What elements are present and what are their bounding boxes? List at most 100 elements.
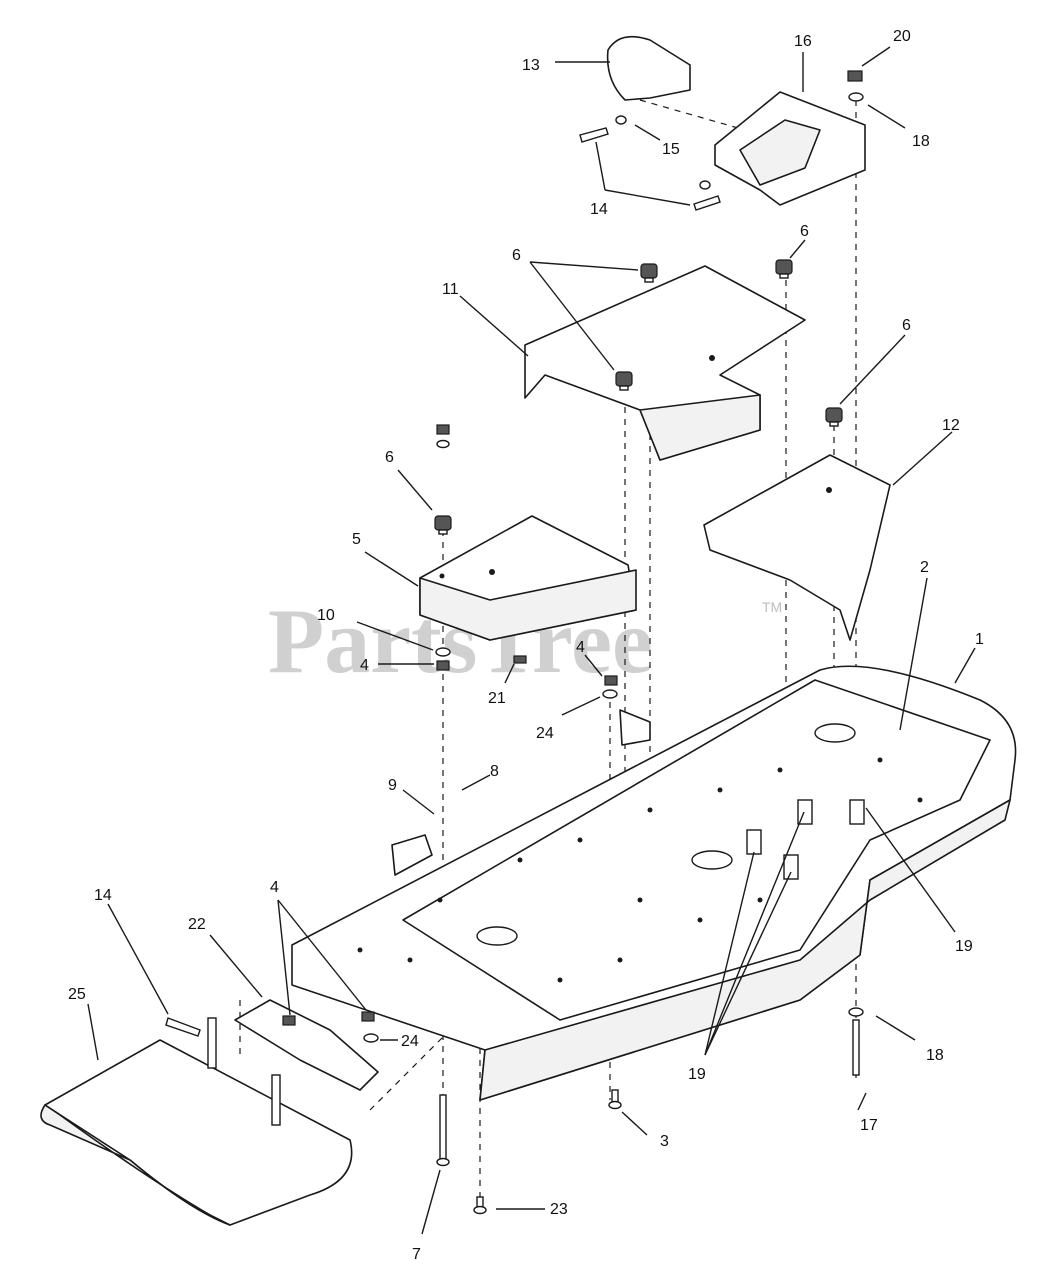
callout-17: 17 bbox=[860, 1117, 878, 1134]
cover-5-side bbox=[419, 569, 637, 641]
leader-14b bbox=[107, 903, 169, 1015]
callout-15: 15 bbox=[662, 141, 680, 158]
leader-19b-3 bbox=[704, 871, 792, 1056]
nut-4 bbox=[282, 1015, 296, 1026]
callout-1: 1 bbox=[975, 631, 984, 648]
leader-1 bbox=[954, 647, 976, 684]
baffle-22-assembly bbox=[234, 999, 379, 1091]
leader-4c-1 bbox=[277, 899, 291, 1016]
callout-8: 8 bbox=[490, 763, 499, 780]
leader-6d bbox=[397, 469, 433, 511]
bolt-23-head bbox=[473, 1205, 487, 1215]
leader-20 bbox=[861, 46, 891, 67]
callout-11: 11 bbox=[442, 281, 459, 298]
spacer-19 bbox=[849, 799, 865, 825]
washer-24 bbox=[602, 689, 618, 699]
callout-10: 10 bbox=[317, 607, 335, 624]
callout-6: 6 bbox=[800, 223, 809, 240]
spacer-19 bbox=[746, 829, 762, 855]
leader-3 bbox=[621, 1111, 648, 1136]
leader-5 bbox=[364, 551, 419, 587]
callout-6: 6 bbox=[385, 449, 394, 466]
callout-13: 13 bbox=[522, 57, 540, 74]
leader-9 bbox=[402, 789, 435, 815]
leader-11 bbox=[459, 295, 529, 357]
leader-6c bbox=[839, 334, 906, 405]
watermark-trademark: TM bbox=[762, 599, 782, 615]
deck-skirt bbox=[479, 799, 1011, 1101]
callout-4: 4 bbox=[270, 879, 279, 896]
pin-21 bbox=[513, 655, 527, 664]
bolt-17 bbox=[852, 1019, 860, 1076]
callout-24: 24 bbox=[536, 725, 554, 742]
bracket-16-assembly bbox=[714, 91, 866, 206]
shield-13 bbox=[606, 35, 691, 101]
discharge-chute bbox=[44, 1039, 353, 1226]
callout-22: 22 bbox=[188, 916, 206, 933]
callout-5: 5 bbox=[352, 531, 361, 548]
deck-bracket bbox=[619, 709, 651, 746]
baffle-22 bbox=[234, 999, 379, 1091]
belt-cover-side bbox=[639, 394, 761, 461]
leader-19b-2 bbox=[704, 851, 755, 1056]
callout-7: 7 bbox=[412, 1246, 421, 1263]
leader-10 bbox=[356, 621, 434, 651]
callout-14: 14 bbox=[94, 887, 112, 904]
washer-24 bbox=[363, 1033, 379, 1043]
leader-19b-1 bbox=[704, 811, 805, 1056]
knob-6 bbox=[775, 259, 793, 279]
leader-25 bbox=[87, 1003, 99, 1061]
leader-6b bbox=[789, 239, 806, 259]
bolt-14 bbox=[579, 127, 609, 143]
leader-14a-1 bbox=[595, 141, 606, 191]
deck-top-plate bbox=[402, 679, 991, 1021]
leader-12 bbox=[892, 431, 953, 486]
chute-hinge bbox=[271, 1074, 281, 1126]
callout-9: 9 bbox=[388, 777, 397, 794]
callout-16: 16 bbox=[794, 33, 812, 50]
leader-22 bbox=[209, 934, 263, 998]
bolt-3-head bbox=[608, 1100, 622, 1110]
callout-21: 21 bbox=[488, 690, 506, 707]
callout-18: 18 bbox=[926, 1047, 944, 1064]
nut-9 bbox=[436, 424, 450, 435]
callout-4: 4 bbox=[360, 657, 369, 674]
callout-12: 12 bbox=[942, 417, 960, 434]
discharge-chute-assembly bbox=[40, 1017, 353, 1226]
bracket-16-plate bbox=[739, 119, 821, 186]
bolt-14 bbox=[693, 195, 721, 211]
leader-4b bbox=[584, 654, 603, 677]
nut-4 bbox=[604, 675, 618, 686]
knob-6 bbox=[615, 371, 633, 391]
bolt-7-head bbox=[436, 1157, 450, 1167]
leader-6a-2 bbox=[529, 261, 615, 371]
side-shield bbox=[703, 454, 891, 641]
callout-3: 3 bbox=[660, 1133, 669, 1150]
callout-25: 25 bbox=[68, 986, 86, 1003]
callout-labels: 1 2 3 4 4 4 5 6 6 6 6 7 8 9 10 11 12 13 … bbox=[68, 28, 984, 1263]
callout-14: 14 bbox=[590, 201, 608, 218]
leader-24b bbox=[561, 696, 601, 716]
callout-24: 24 bbox=[401, 1033, 419, 1050]
discharge-chute-rim bbox=[40, 1104, 231, 1226]
shield-13-assembly bbox=[606, 35, 691, 101]
callout-19: 19 bbox=[688, 1066, 706, 1083]
nut-4 bbox=[361, 1011, 375, 1022]
nut-20 bbox=[847, 70, 863, 82]
knob-6 bbox=[434, 515, 452, 535]
spacer-19 bbox=[783, 854, 799, 880]
callout-4: 4 bbox=[576, 639, 585, 656]
callout-19: 19 bbox=[955, 938, 973, 955]
callout-6: 6 bbox=[902, 317, 911, 334]
washer-8 bbox=[436, 439, 450, 449]
washer-15 bbox=[615, 115, 627, 125]
leader-18a bbox=[875, 1015, 916, 1041]
bolt-14 bbox=[165, 1017, 201, 1037]
leader-19a bbox=[865, 807, 956, 933]
leader-15 bbox=[634, 124, 661, 141]
leader-17 bbox=[857, 1092, 867, 1111]
callout-6: 6 bbox=[512, 247, 521, 264]
leader-7 bbox=[421, 1169, 441, 1235]
washer-15 bbox=[699, 180, 711, 190]
